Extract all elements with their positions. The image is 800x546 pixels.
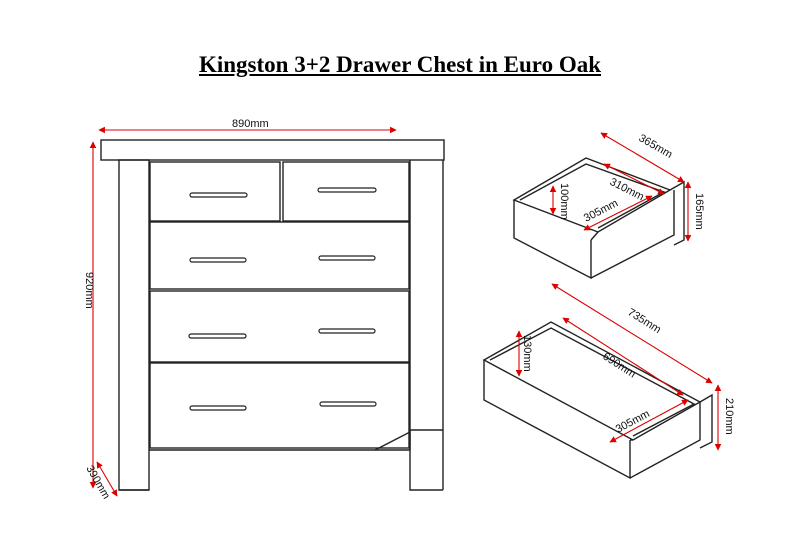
large-drawer-dimensions <box>515 283 722 451</box>
chest-dimensions <box>89 126 397 497</box>
large-drawer-outer-height-label: 210mm <box>723 398 735 435</box>
large-drawer-inner-height-label: 130mm <box>521 335 533 372</box>
large-drawer-diagram <box>482 321 713 480</box>
small-drawer-dimensions <box>549 132 692 242</box>
large-drawer-3 <box>149 362 410 449</box>
diagram-title: Kingston 3+2 Drawer Chest in Euro Oak <box>198 52 602 77</box>
drawer-handles <box>188 187 377 411</box>
chest-depth-label: 390mm <box>83 464 112 502</box>
small-drawer-inner-width-label: 305mm <box>582 197 620 224</box>
small-drawer-right <box>282 161 410 222</box>
large-drawer-outer-depth-label: 735mm <box>625 306 662 336</box>
chest-left-side-panel <box>118 159 150 491</box>
small-drawer-outer-depth-label: 365mm <box>637 132 675 161</box>
large-drawer-inner-width-label: 305mm <box>614 408 652 436</box>
chest-width-label: 890mm <box>232 118 269 130</box>
small-drawer-outer-height-label: 165mm <box>693 193 705 230</box>
large-drawer-2 <box>149 290 410 363</box>
chest-height-label: 920mm <box>83 272 95 309</box>
chest-top-panel <box>100 139 445 161</box>
large-drawer-1 <box>149 221 410 290</box>
chest-front-view <box>100 139 445 491</box>
small-drawer-inner-height-label: 100mm <box>558 183 570 220</box>
chest-depth-arrow <box>96 461 118 497</box>
small-drawer-left <box>149 161 281 222</box>
